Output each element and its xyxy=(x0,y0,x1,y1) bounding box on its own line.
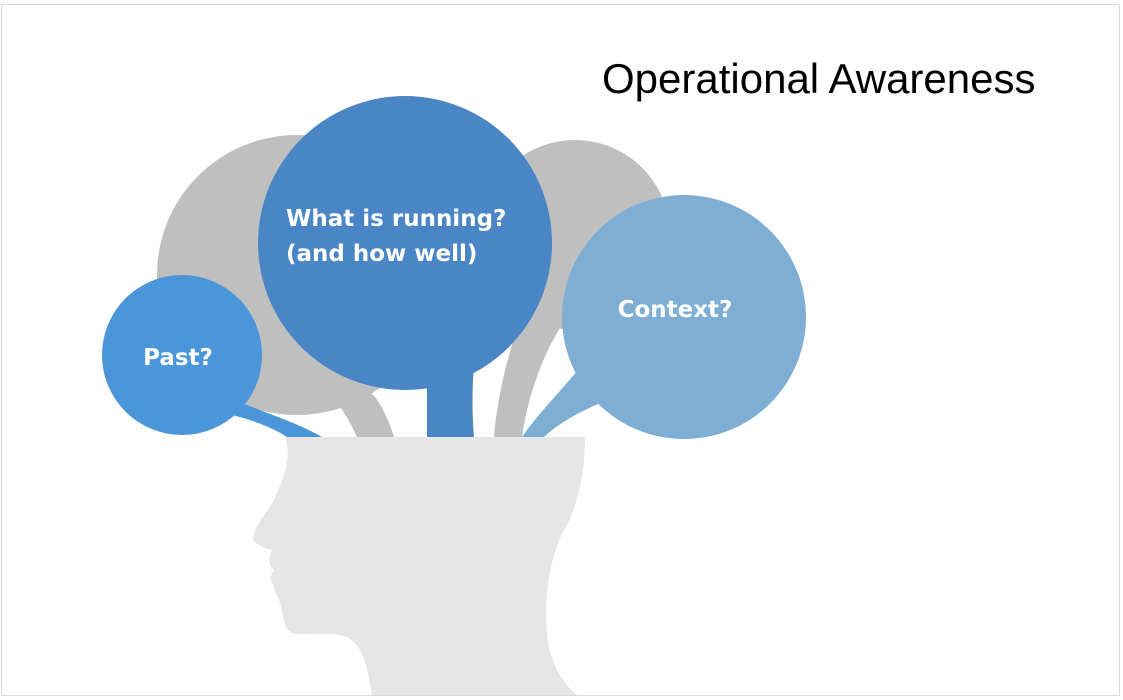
bubble-running: What is running? (and how well) xyxy=(258,96,552,437)
bubble-context-label: Context? xyxy=(618,297,733,323)
slide-title: Operational Awareness xyxy=(602,55,1036,102)
bubble-past-label: Past? xyxy=(143,345,213,371)
slide: Past? What is running? (and how well) Co… xyxy=(1,4,1120,696)
head-thought-diagram: Past? What is running? (and how well) Co… xyxy=(102,96,806,695)
bubble-context: Context? xyxy=(522,195,806,439)
head-silhouette xyxy=(253,437,585,695)
bubble-past: Past? xyxy=(102,275,322,437)
bubble-running-line1: What is running? xyxy=(286,206,506,232)
bubble-running-line2: (and how well) xyxy=(286,241,477,267)
